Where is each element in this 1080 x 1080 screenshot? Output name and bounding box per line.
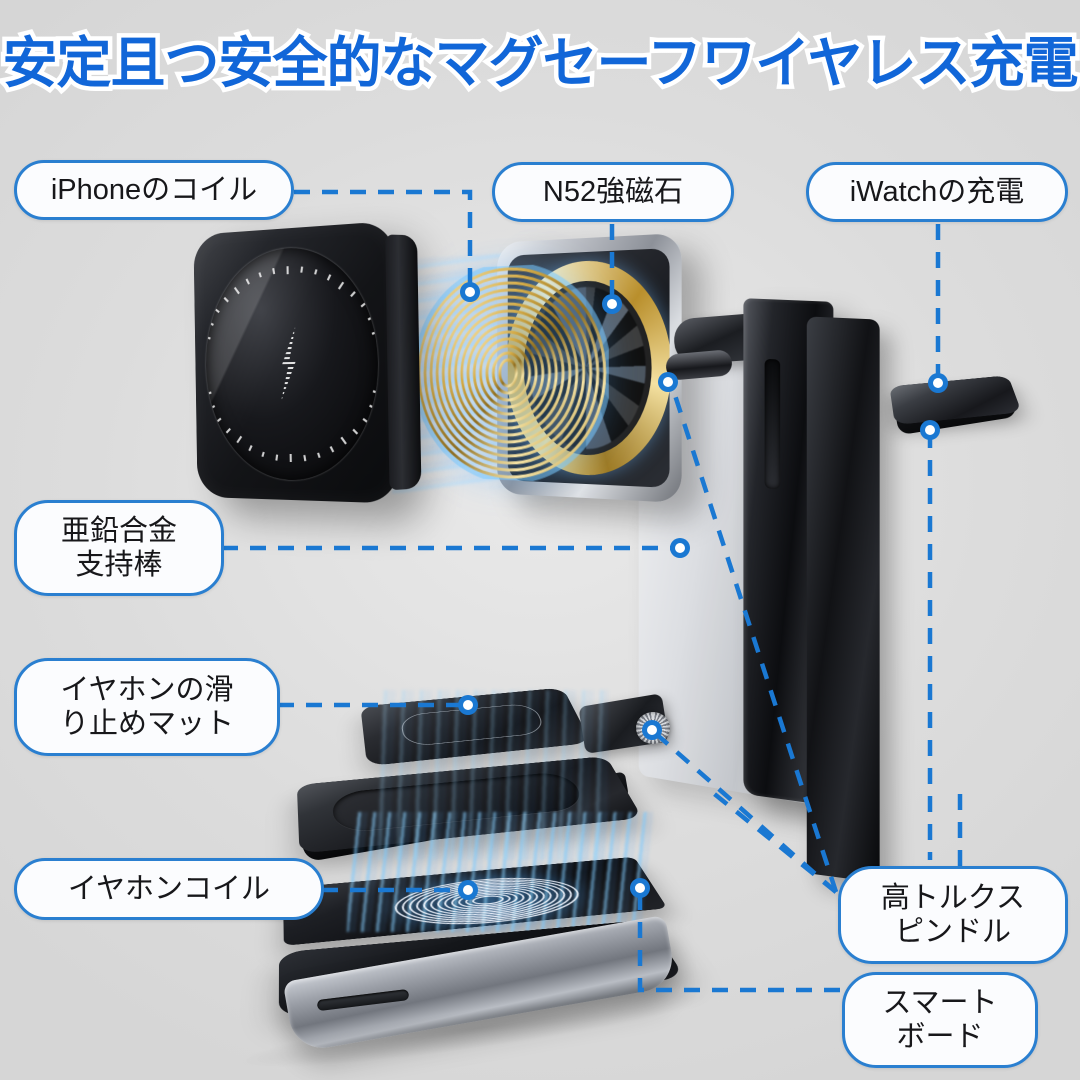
callout-label: イヤホンコイル — [67, 872, 271, 905]
callout-label: iPhoneのコイル — [50, 173, 258, 206]
stand-back-rail — [806, 316, 880, 883]
arm-slot — [764, 358, 781, 490]
puck-tick-ring — [204, 243, 380, 483]
callout-label: スマート ボード — [882, 986, 998, 1053]
callout-label: iWatchの充電 — [849, 175, 1025, 208]
iphone-magsafe-puck — [193, 220, 422, 504]
callout-label: 亜鉛合金 支持棒 — [60, 514, 177, 581]
callout-iwatch-charge[interactable]: iWatchの充電 — [806, 162, 1068, 222]
callout-label: イヤホンの滑 り止めマット — [59, 673, 234, 740]
puck-glossy-face — [204, 242, 380, 483]
usb-port — [316, 988, 410, 1012]
earphone-coil-glow — [346, 812, 654, 932]
iphone-charging-coil — [416, 261, 609, 485]
puck-side-edge — [385, 234, 422, 491]
callout-iphone-coil[interactable]: iPhoneのコイル — [14, 160, 294, 220]
callout-label: N52強磁石 — [542, 175, 684, 208]
callout-smart-board[interactable]: スマート ボード — [842, 972, 1038, 1068]
callout-torque-spindle[interactable]: 高トルクス ピンドル — [838, 866, 1068, 964]
callout-earphone-coil[interactable]: イヤホンコイル — [14, 858, 324, 920]
torque-spindle-screw — [636, 712, 670, 744]
callout-n52-magnet[interactable]: N52強磁石 — [492, 162, 734, 222]
page-title: 安定且つ安全的なマグセーフワイヤレス充電 — [0, 28, 1080, 99]
callout-label: 高トルクス ピンドル — [880, 881, 1026, 948]
callout-zinc-alloy-rod[interactable]: 亜鉛合金 支持棒 — [14, 500, 224, 596]
callout-earphone-mat[interactable]: イヤホンの滑 り止めマット — [14, 658, 280, 756]
